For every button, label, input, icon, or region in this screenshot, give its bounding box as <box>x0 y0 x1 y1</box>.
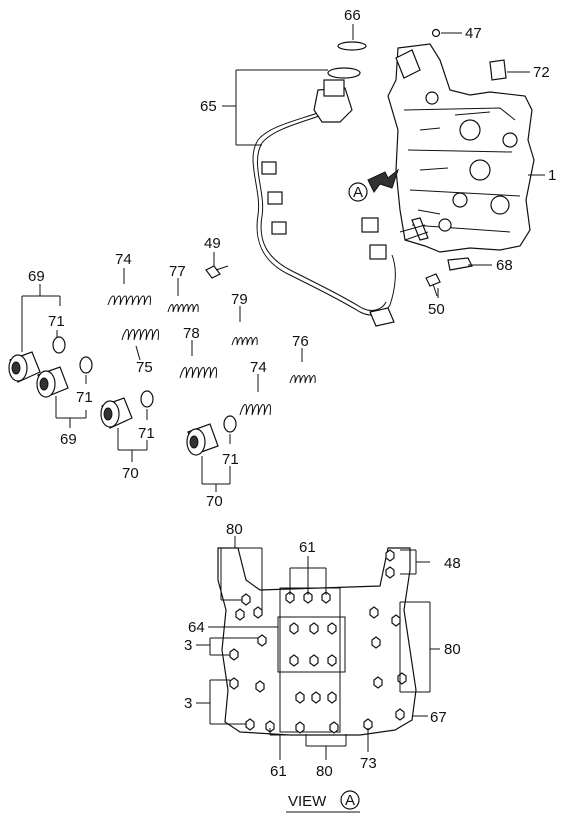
callout-74b: 74 <box>250 359 267 376</box>
callout-71a: 71 <box>48 313 65 330</box>
callout-72: 72 <box>533 64 550 81</box>
spring-74b <box>239 404 271 416</box>
callout-71b: 71 <box>76 389 93 406</box>
callout-49: 49 <box>204 235 221 252</box>
callout-67: 67 <box>430 709 447 726</box>
center-plate <box>279 587 341 733</box>
callout-70b: 70 <box>206 493 223 510</box>
spring-78 <box>179 367 217 379</box>
ball-47 <box>431 28 441 38</box>
spring-77 <box>167 304 199 313</box>
callout-70a: 70 <box>122 465 139 482</box>
callout-68: 68 <box>496 257 513 274</box>
callout-61b: 61 <box>270 763 287 780</box>
plugs-and-rings <box>8 336 237 456</box>
o-ring-65 <box>327 67 361 79</box>
callout-78: 78 <box>183 325 200 342</box>
callout-75: 75 <box>136 359 153 376</box>
view-a-marker-letter: A <box>353 184 363 201</box>
callout-64: 64 <box>188 619 205 636</box>
spring-75 <box>121 329 159 341</box>
view-a-label: VIEW <box>288 793 327 810</box>
view-a-detail: VIEW A <box>196 536 440 813</box>
spring-74a <box>107 295 151 306</box>
gasket-66 <box>337 41 367 51</box>
callout-74a: 74 <box>115 251 132 268</box>
callout-3a: 3 <box>184 637 192 654</box>
callout-69b: 69 <box>60 431 77 448</box>
leader-lines-upper <box>21 24 545 492</box>
callout-80a: 80 <box>226 521 243 538</box>
callout-69a: 69 <box>28 268 45 285</box>
callout-47: 47 <box>465 25 482 42</box>
callout-66: 66 <box>344 7 361 24</box>
wiring-harness <box>252 79 429 327</box>
view-a-circle-letter: A <box>345 792 355 809</box>
bolt-hexes <box>229 549 407 734</box>
callout-1: 1 <box>548 167 556 184</box>
spring-76 <box>289 375 316 384</box>
callout-65: 65 <box>200 98 217 115</box>
spring-79 <box>231 337 258 346</box>
callout-71c: 71 <box>138 425 155 442</box>
callout-71d: 71 <box>222 451 239 468</box>
callout-50: 50 <box>428 301 445 318</box>
callout-labels: 66 47 72 65 1 68 50 49 74 77 79 78 75 76… <box>28 7 556 780</box>
view-a-circle <box>340 790 360 810</box>
callout-79: 79 <box>231 291 248 308</box>
callout-80c: 80 <box>316 763 333 780</box>
callout-48: 48 <box>444 555 461 572</box>
bolt-50 <box>425 273 441 287</box>
springs <box>107 295 316 416</box>
callout-80b: 80 <box>444 641 461 658</box>
connector-72 <box>489 59 507 81</box>
callout-77: 77 <box>169 263 186 280</box>
valve-body-assembly <box>387 43 535 253</box>
callout-3b: 3 <box>184 695 192 712</box>
view-a-arrow: A <box>348 168 400 202</box>
pipe-68 <box>447 257 473 271</box>
callout-73: 73 <box>360 755 377 772</box>
bolt-49 <box>205 265 221 279</box>
callout-76: 76 <box>292 333 309 350</box>
callout-61a: 61 <box>299 539 316 556</box>
